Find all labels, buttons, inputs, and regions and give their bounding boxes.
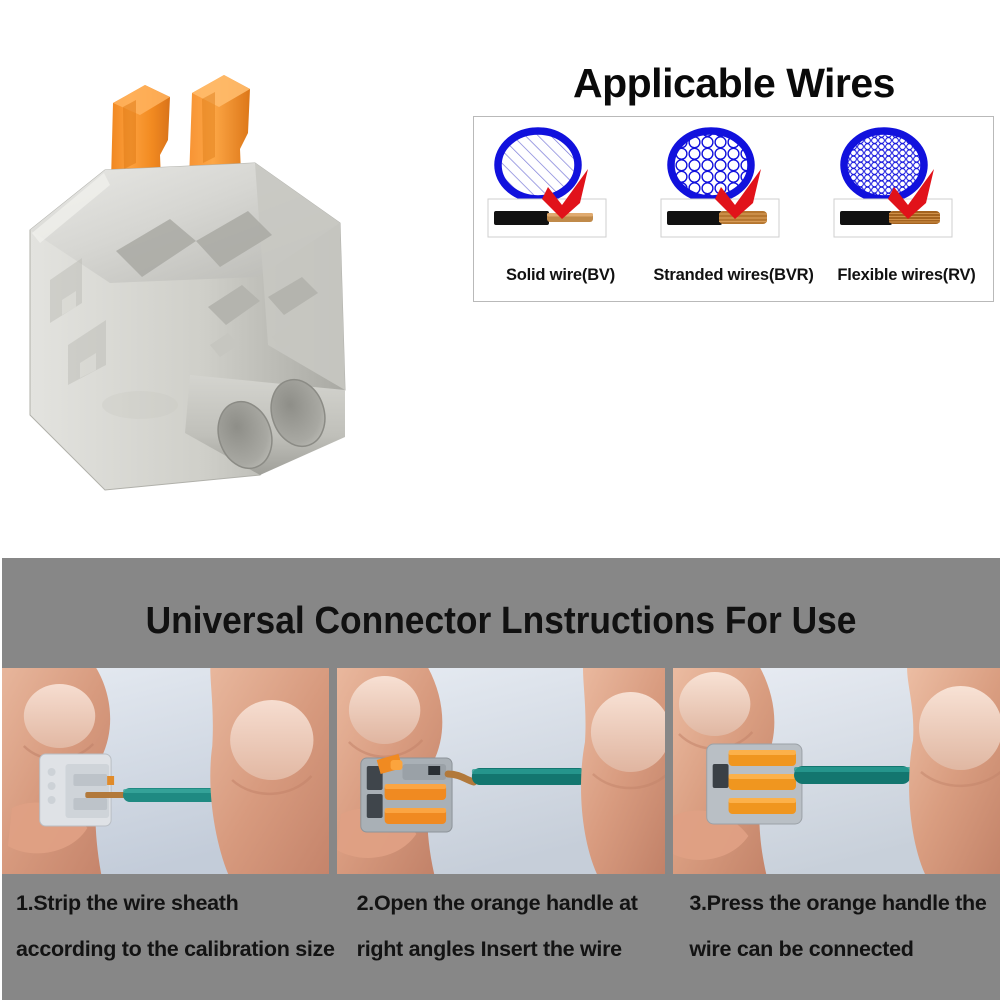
step-1-photo-strip-wire xyxy=(2,668,330,874)
wire-type-label-flexible: Flexible wires(RV) xyxy=(837,266,976,284)
wire-type-label-stranded: Stranded wires(BVR) xyxy=(653,266,814,284)
clamp-bars xyxy=(208,277,318,357)
step-3-caption: 3.Press the orange handle the wire can b… xyxy=(675,880,1000,990)
step-2-caption: 2.Open the orange handle at right angles… xyxy=(343,880,668,990)
step-3-photo-press-handle xyxy=(672,668,1000,874)
wire-type-cell-stranded: Stranded wires(BVR) xyxy=(647,117,820,301)
wire-type-cell-solid: Solid wire(BV) xyxy=(474,117,647,301)
step-3-caption-line-2: wire can be connected xyxy=(689,937,914,961)
step-3-caption-line-1: 3.Press the orange handle the xyxy=(689,891,987,915)
instruction-photos-row xyxy=(2,668,1000,874)
step-1-caption: 1.Strip the wire sheath according to the… xyxy=(2,880,335,990)
solid-wire-cross-section-icon xyxy=(474,125,647,245)
step-2-photo-open-handle xyxy=(337,668,665,874)
step-2-caption-line-1: 2.Open the orange handle at xyxy=(356,891,638,915)
wire-entry-holes xyxy=(217,378,326,470)
top-section: Applicable Wires xyxy=(10,45,998,515)
wire-type-cell-flexible: Flexible wires(RV) xyxy=(820,117,993,301)
product-photo-lever-connector xyxy=(10,45,410,515)
applicable-wires-box: Solid wire(BV) xyxy=(473,116,994,302)
applicable-wires-panel: Applicable Wires xyxy=(470,58,998,306)
instructions-title: Universal Connector Lnstructions For Use xyxy=(145,600,857,642)
stranded-wire-cross-section-icon xyxy=(647,125,820,245)
applicable-wires-title: Applicable Wires xyxy=(572,60,896,106)
lever-slots xyxy=(116,211,272,277)
flexible-wire-cross-section-icon xyxy=(820,125,993,245)
step-1-caption-line-2: according to the calibration size xyxy=(16,937,335,961)
instruction-captions-row: 1.Strip the wire sheath according to the… xyxy=(2,880,1000,990)
body-embossing xyxy=(50,258,178,419)
wire-type-label-solid: Solid wire(BV) xyxy=(505,266,616,284)
step-2-caption-line-2: right angles Insert the wire xyxy=(356,937,623,961)
instructions-section: Universal Connector Lnstructions For Use xyxy=(2,558,1000,1000)
step-1-caption-line-1: 1.Strip the wire sheath xyxy=(16,891,239,915)
